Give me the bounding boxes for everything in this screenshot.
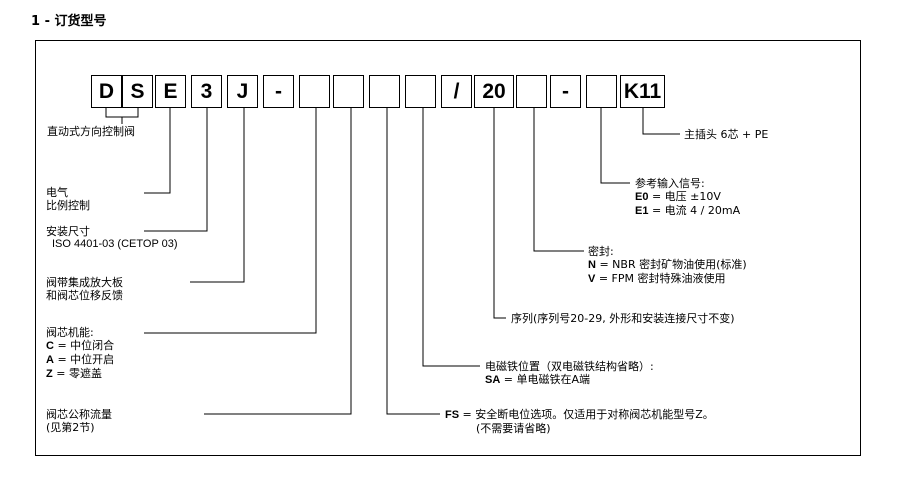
code-box-13 — [516, 75, 547, 108]
label-solenoid: 电磁铁位置（双电磁铁结构省略）: SA = 单电磁铁在A端 — [485, 360, 654, 387]
value-n: = NBR 密封矿物油使用(标准) — [595, 258, 747, 271]
code-box-5: J — [227, 75, 258, 108]
code-box-7 — [299, 75, 330, 108]
label-amplifier-line2: 和阀芯位移反馈 — [46, 289, 123, 302]
key-c: C — [46, 340, 54, 352]
label-seal-v: V = FPM 密封特殊油液使用 — [588, 272, 747, 286]
label-flow-line1: 阀芯公称流量 — [46, 408, 112, 421]
code-box-11: / — [441, 75, 472, 108]
label-seal-title: 密封: — [588, 245, 614, 258]
label-spool-function-title: 阀芯机能: — [46, 326, 94, 339]
value-c: = 中位闭合 — [53, 339, 115, 352]
key-a: A — [46, 354, 54, 366]
code-box-3: E — [155, 75, 186, 108]
code-box-14: - — [550, 75, 581, 108]
key-n: N — [588, 259, 596, 271]
label-electric-line2: 比例控制 — [46, 199, 90, 212]
code-box-2: S — [122, 75, 153, 108]
key-v: V — [588, 273, 596, 285]
label-fs-note: (不需要请省略) — [476, 422, 551, 435]
key-z: Z — [46, 368, 53, 380]
code-box-1: D — [91, 75, 122, 108]
key-sa: SA — [485, 374, 501, 386]
label-solenoid-title: 电磁铁位置（双电磁铁结构省略）: — [485, 360, 654, 373]
label-flow-line2: (见第2节) — [46, 421, 95, 434]
code-box-15 — [586, 75, 617, 108]
value-v: = FPM 密封特殊油液使用 — [595, 272, 726, 285]
label-amplifier-line1: 阀带集成放大板 — [46, 276, 123, 289]
label-electric-line1: 电气 — [46, 186, 68, 199]
label-fs: FS = 安全断电位选项。仅适用于对称阀芯机能型号Z。 (不需要请省略) — [445, 408, 714, 435]
label-spool-function-a: A = 中位开启 — [46, 353, 114, 367]
code-box-4: 3 — [191, 75, 222, 108]
label-size: 安装尺寸 ISO 4401-03 (CETOP 03) — [46, 225, 178, 251]
value-a: = 中位开启 — [53, 353, 115, 366]
label-spool-function-z: Z = 零遮盖 — [46, 367, 114, 381]
label-plug: 主插头 6芯 + PE — [684, 128, 769, 141]
code-box-6: - — [263, 75, 294, 108]
value-e0: = 电压 ±10V — [648, 190, 721, 203]
label-reference-e0: E0 = 电压 ±10V — [635, 190, 740, 204]
value-e1: = 电流 4 / 20mA — [648, 204, 741, 217]
code-box-12: 20 — [474, 75, 514, 108]
label-reference-signal: 参考输入信号: E0 = 电压 ±10V E1 = 电流 4 / 20mA — [635, 177, 740, 218]
label-series: 序列(序列号20-29, 外形和安装连接尺寸不变) — [511, 312, 735, 325]
code-box-9 — [369, 75, 400, 108]
label-amplifier: 阀带集成放大板 和阀芯位移反馈 — [46, 276, 123, 302]
label-reference-e1: E1 = 电流 4 / 20mA — [635, 204, 740, 218]
label-size-line2: ISO 4401-03 (CETOP 03) — [52, 238, 178, 250]
value-z: = 零遮盖 — [52, 367, 102, 380]
label-spool-function: 阀芯机能: C = 中位闭合 A = 中位开启 Z = 零遮盖 — [46, 326, 114, 381]
ordering-code-frame — [35, 40, 861, 456]
label-direct-valve: 直动式方向控制阀 — [47, 125, 135, 138]
value-sa: = 单电磁铁在A端 — [500, 373, 591, 386]
label-fs-line1: FS = 安全断电位选项。仅适用于对称阀芯机能型号Z。 — [445, 408, 714, 422]
label-flow: 阀芯公称流量 (见第2节) — [46, 408, 112, 434]
label-size-line1: 安装尺寸 — [46, 225, 90, 238]
label-spool-function-c: C = 中位闭合 — [46, 339, 114, 353]
label-seal: 密封: N = NBR 密封矿物油使用(标准) V = FPM 密封特殊油液使用 — [588, 245, 747, 286]
value-fs: = 安全断电位选项。仅适用于对称阀芯机能型号Z。 — [459, 408, 714, 421]
key-fs: FS — [445, 409, 460, 421]
section-title: 1 - 订货型号 — [31, 14, 107, 29]
label-solenoid-sa: SA = 单电磁铁在A端 — [485, 373, 654, 387]
key-e0: E0 — [635, 191, 649, 203]
code-box-10 — [405, 75, 436, 108]
label-electric: 电气 比例控制 — [46, 186, 90, 212]
code-box-16: K11 — [620, 75, 665, 108]
label-reference-title: 参考输入信号: — [635, 177, 705, 190]
code-box-8 — [333, 75, 364, 108]
label-seal-n: N = NBR 密封矿物油使用(标准) — [588, 258, 747, 272]
key-e1: E1 — [635, 205, 649, 217]
